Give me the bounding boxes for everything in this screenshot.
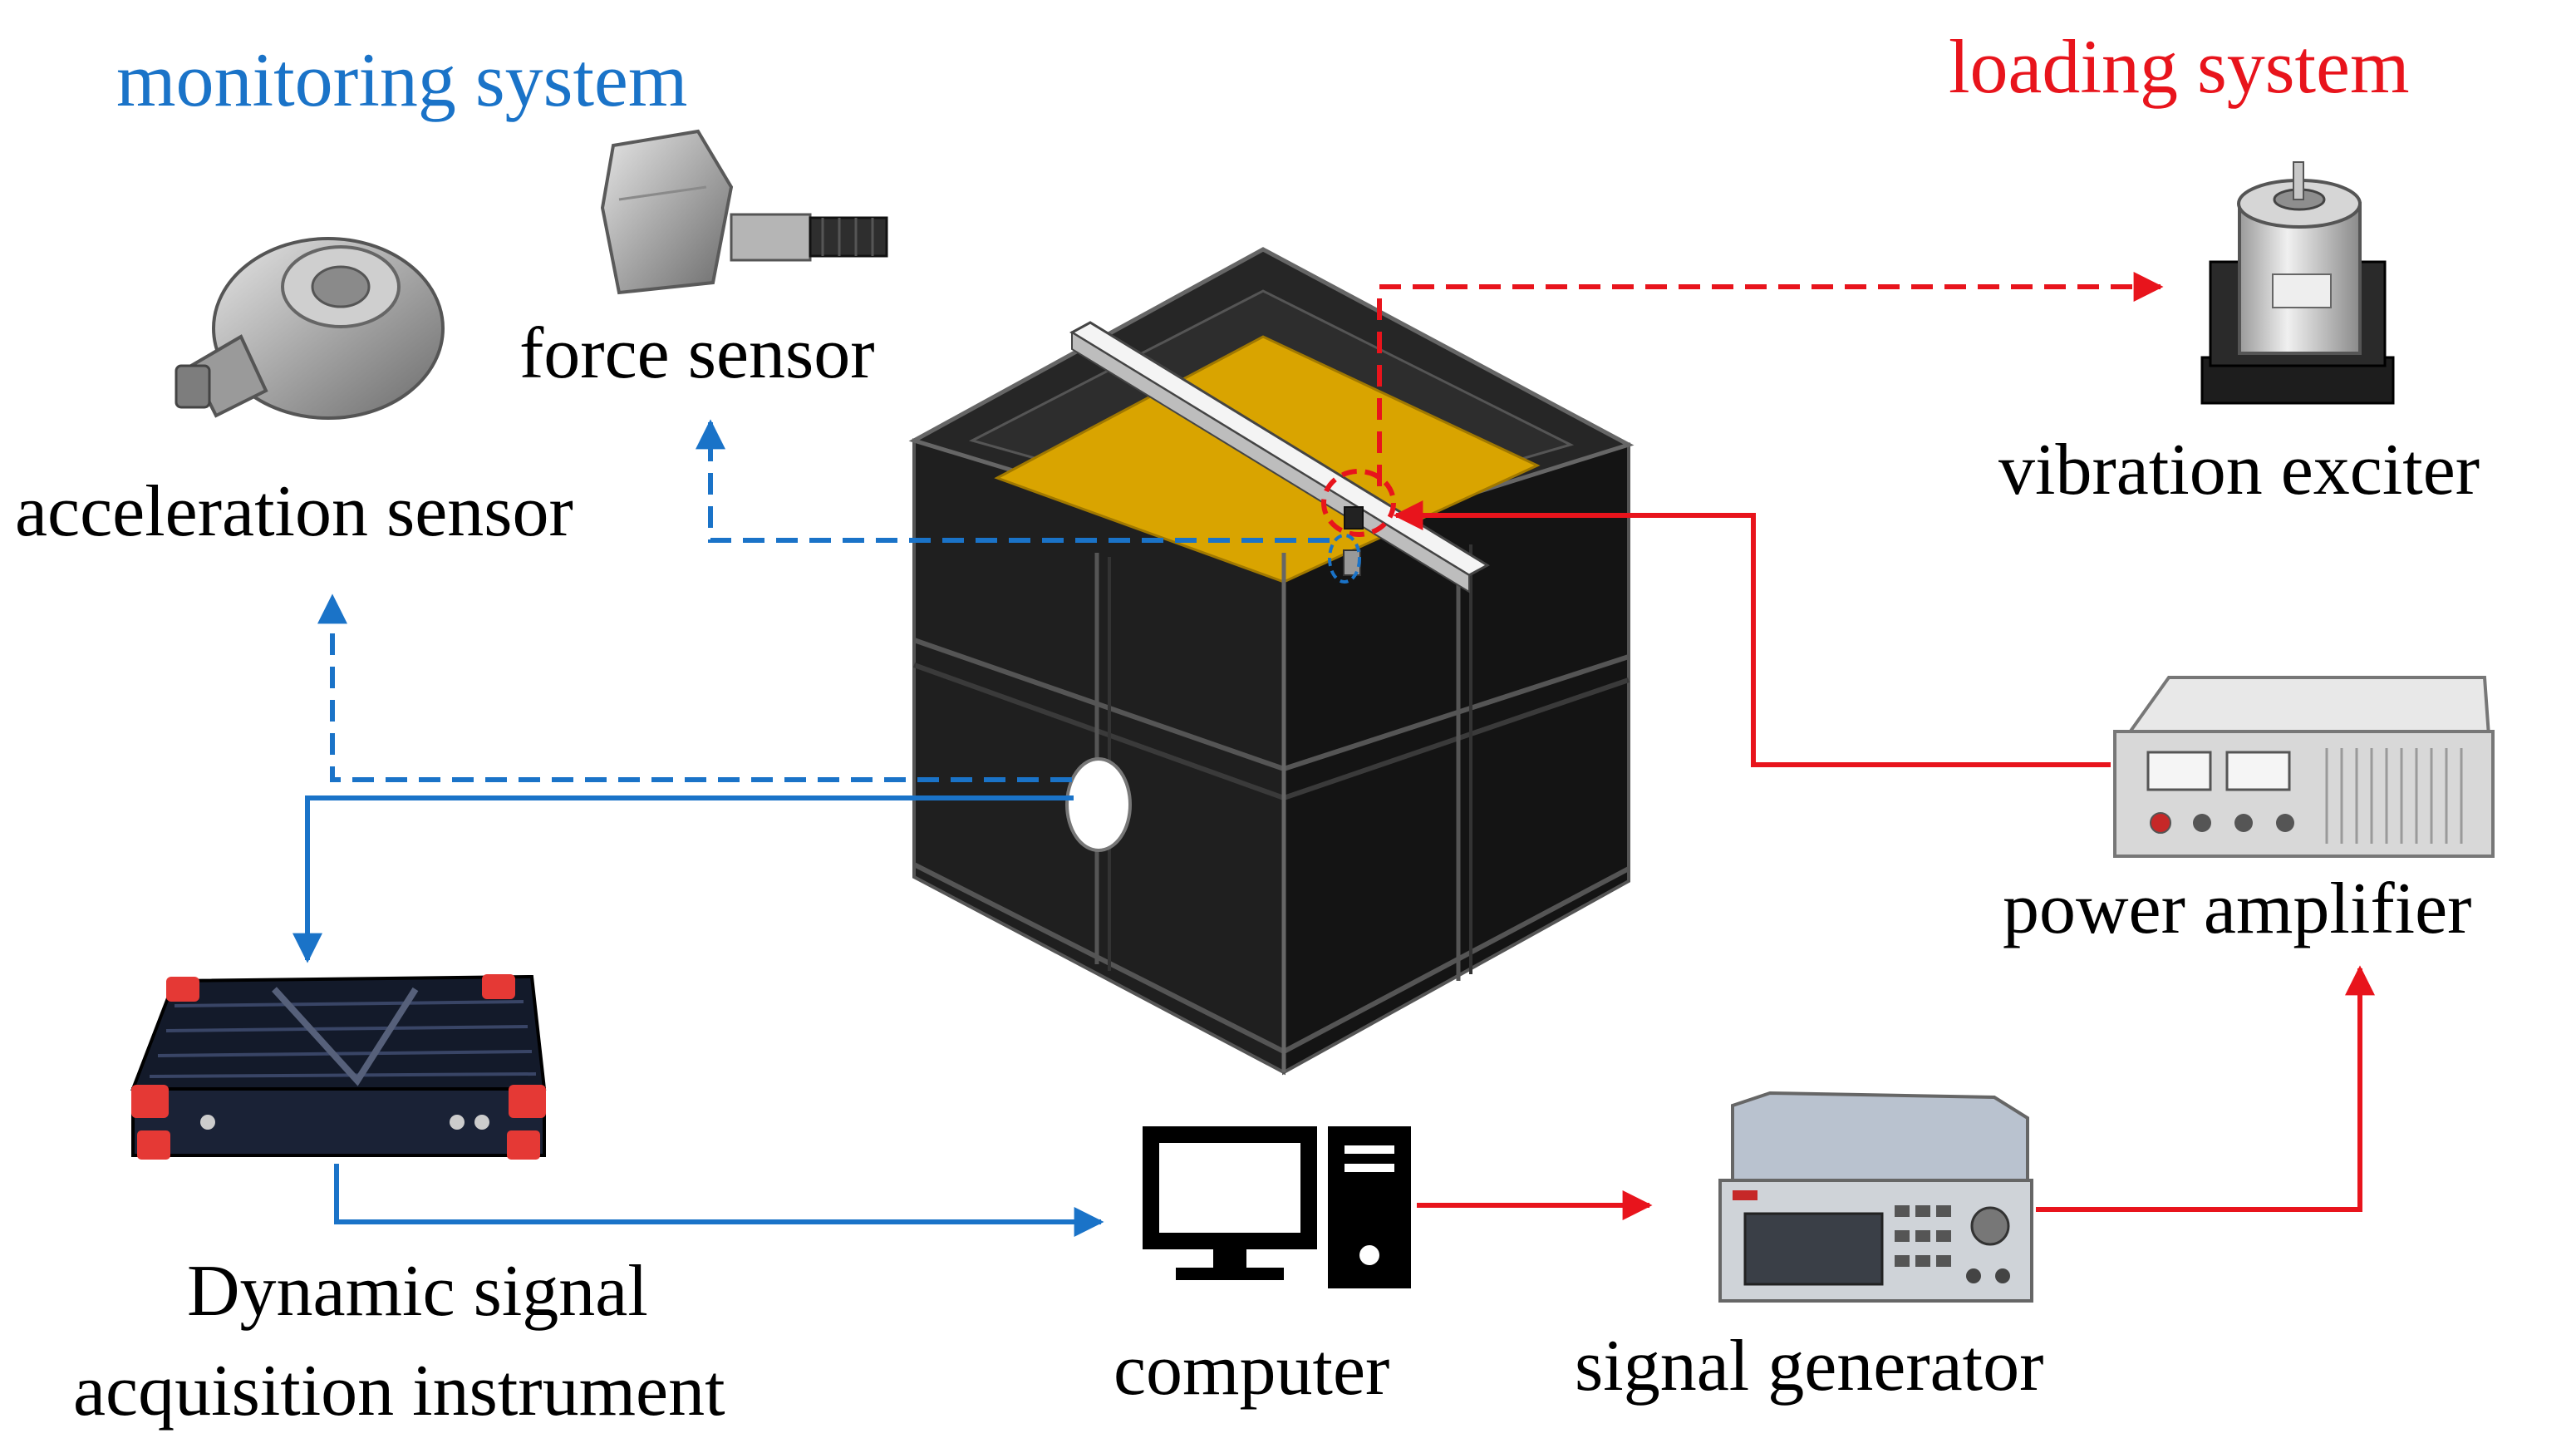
acceleration-sensor-label: acceleration sensor (15, 471, 573, 552)
sensor-point-marker (1328, 534, 1361, 584)
vibration-exciter-label: vibration exciter (1998, 430, 2480, 510)
line-generator-to-amplifier (2036, 965, 2375, 1212)
test-tank (908, 247, 1635, 1076)
line-load-to-exciter (1377, 272, 2164, 486)
power-amplifier-image (2113, 676, 2495, 858)
line-hole-to-accel-sensor (317, 594, 1072, 782)
signal-generator-label: signal generator (1575, 1326, 2044, 1406)
computer-icon (1143, 1126, 1411, 1288)
line-amplifier-to-tank (1393, 500, 2111, 767)
line-hole-to-acquisition (293, 795, 1074, 963)
signal-generator-image (1718, 1091, 2033, 1303)
computer-label: computer (1113, 1330, 1390, 1411)
power-amplifier-label: power amplifier (2003, 869, 2472, 949)
acceleration-sensor-image (175, 237, 445, 420)
monitoring-system-heading: monitoring system (116, 37, 688, 122)
force-sensor-label: force sensor (519, 313, 875, 394)
loading-system-heading: loading system (1949, 24, 2410, 109)
acquisition-instrument-image (130, 974, 547, 1160)
force-sensor-on-beam (1344, 506, 1364, 529)
vibration-exciter-image (2200, 161, 2395, 405)
acquisition-instrument-label-line1: Dynamic signal (187, 1251, 648, 1332)
line-acquisition-to-computer (334, 1164, 1104, 1237)
cable-hole (1065, 757, 1132, 852)
acquisition-instrument-label-line2: acquisition instrument (73, 1351, 725, 1431)
force-sensor-image (600, 129, 888, 295)
line-sensor-to-force-sensor (696, 419, 1330, 543)
